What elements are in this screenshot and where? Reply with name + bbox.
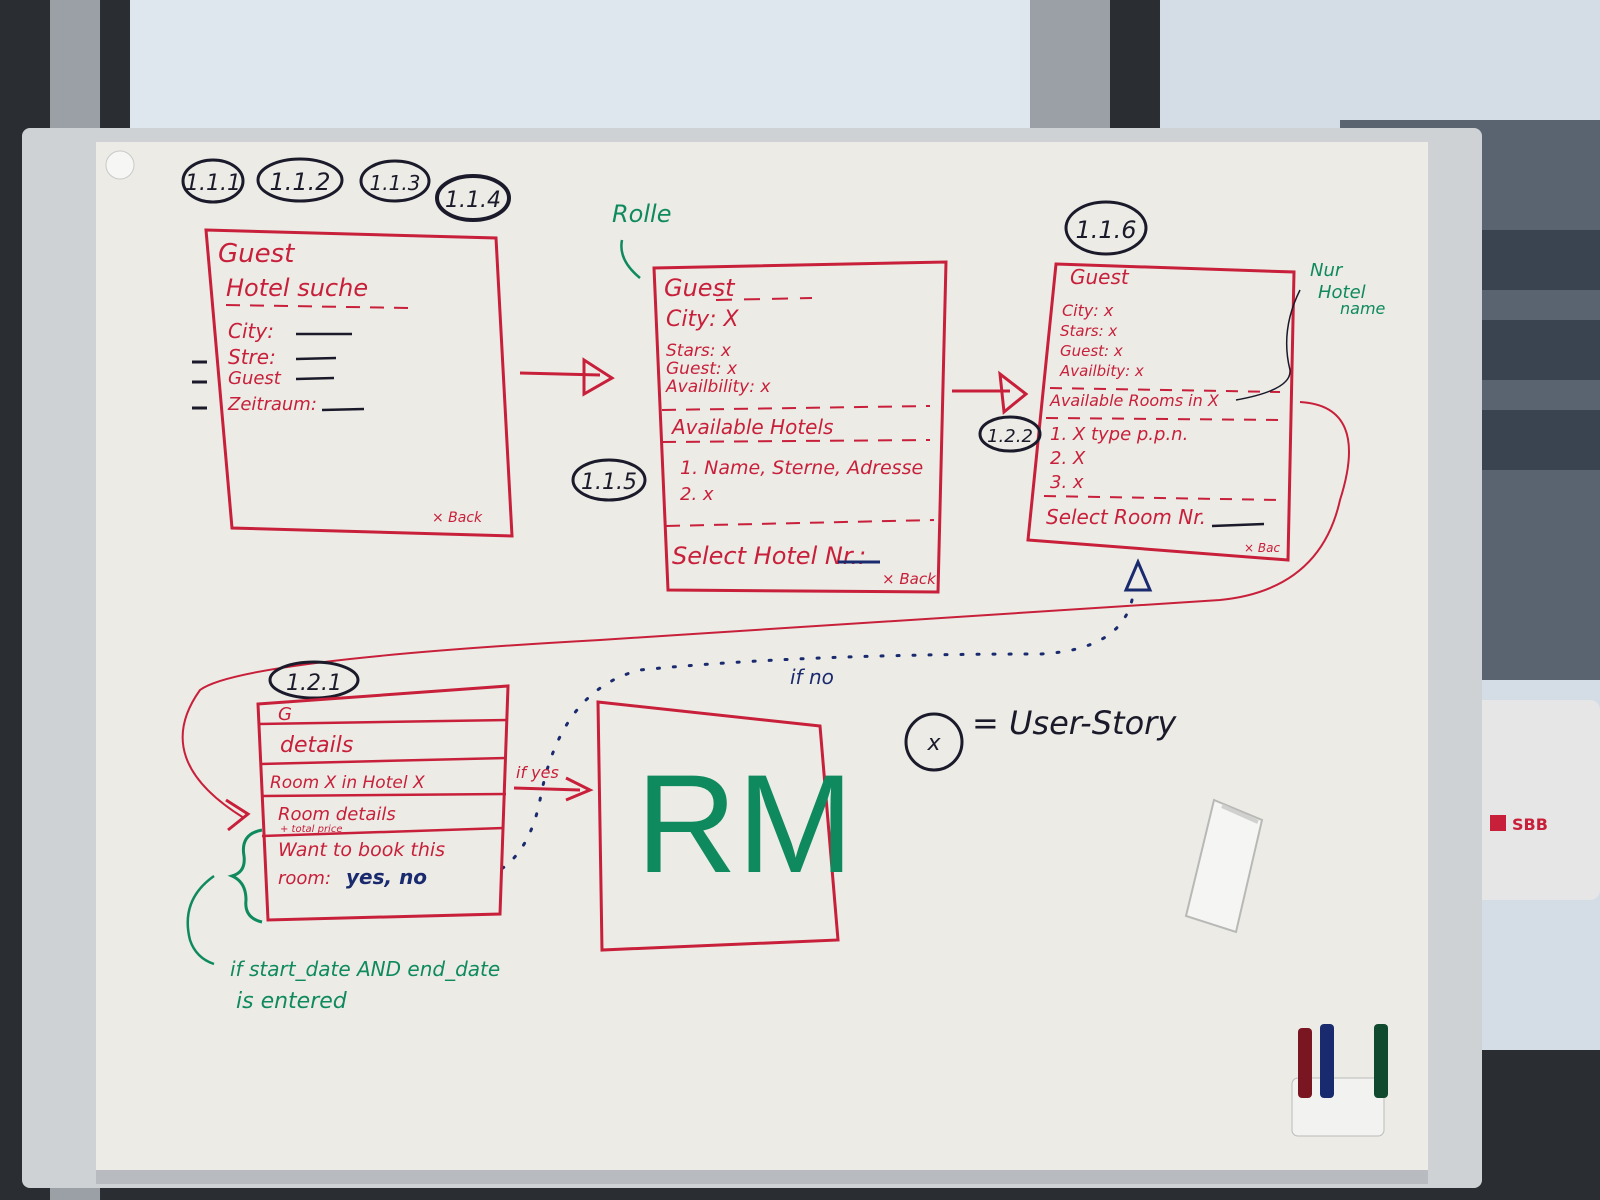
rooms-section: Available Rooms in X <box>1049 391 1220 410</box>
hotels-back: × Back <box>882 570 937 588</box>
window-pane-left <box>130 0 1030 150</box>
marker-blue <box>1320 1024 1334 1098</box>
search-field-city: City: <box>228 319 274 343</box>
search-subtitle: Hotel suche <box>226 274 368 302</box>
marker-red <box>1298 1028 1312 1098</box>
rooms-line-guest: Guest: x <box>1060 342 1123 360</box>
note-hotel-name-line-3: name <box>1340 299 1386 318</box>
if-yes-arrow: if yes <box>513 763 594 802</box>
rooms-line-availability: Availbity: x <box>1059 362 1144 380</box>
note-rolle: Rolle <box>612 200 671 228</box>
flow-arrow-2 <box>952 370 1029 415</box>
rooms-item-3: 3. x <box>1050 472 1084 493</box>
screen-hotel-search: Guest Hotel suche City: Stre: Guest Zeit… <box>192 228 514 538</box>
legend-text: = User-Story <box>972 704 1177 742</box>
rooms-select: Select Room Nr. <box>1046 505 1206 529</box>
rooms-item-1: 1. X type p.p.n. <box>1050 424 1188 445</box>
flow-arrow-1 <box>519 357 615 397</box>
board-tray <box>96 1170 1428 1184</box>
label-if-yes: if yes <box>516 763 559 782</box>
details-row-room: room: <box>278 868 331 889</box>
badge-1-1-5-ring <box>571 458 647 502</box>
rooms-item-2: 2. X <box>1050 448 1086 469</box>
story-id-badges: 1.1.1 1.1.2 1.1.3 1.1.4 <box>181 157 511 222</box>
hotels-line-availability: Availbility: x <box>665 377 771 397</box>
warning-icon <box>1123 558 1153 592</box>
badge-1-2-2-ring <box>978 415 1042 453</box>
rooms-title: Guest <box>1070 265 1130 289</box>
whiteboard-eraser <box>1184 798 1264 934</box>
hotels-line-guest: Guest: x <box>666 359 738 379</box>
legend-symbol: x <box>926 731 941 756</box>
hotels-line-city: City: X <box>666 307 740 332</box>
rooms-back: × Bac <box>1244 541 1280 555</box>
rooms-line-city: City: x <box>1062 301 1114 320</box>
board-magnet <box>105 150 135 180</box>
search-title: Guest <box>218 239 295 269</box>
marker-green <box>1374 1024 1388 1098</box>
badge-1-2-1-ring <box>268 660 360 700</box>
story-id-1-2-1: 1.2.1 <box>286 671 342 696</box>
note-rolle-arrow <box>620 239 641 279</box>
note-hotel-name: Nur Hotel name <box>1235 260 1386 401</box>
flow-loop-arrow <box>181 401 1350 819</box>
hotels-select: Select Hotel Nr.: <box>672 542 866 570</box>
hotels-section: Available Hotels <box>670 415 833 439</box>
search-field-stars: Stre: <box>228 345 276 369</box>
details-row-details: details <box>280 733 353 758</box>
story-id-1-1-1: 1.1.1 <box>185 171 241 196</box>
details-row-room-hotel: Room X in Hotel X <box>270 773 425 793</box>
story-id-1-1-5: 1.1.5 <box>581 470 637 495</box>
search-field-zeitraum: Zeitraum: <box>227 394 317 415</box>
hotels-line-stars: Stars: x <box>666 341 732 361</box>
hotels-title: Guest <box>664 274 736 302</box>
rm-box: RM <box>596 700 854 952</box>
details-row-room-details: Room details <box>278 804 396 825</box>
story-id-1-1-3: 1.1.3 <box>370 171 421 195</box>
note-hotel-name-line-2: Hotel <box>1318 282 1366 303</box>
badge-1-1-6-ring <box>1064 200 1148 256</box>
condition-line-2: is entered <box>236 989 348 1014</box>
details-row-total-price: + total price <box>280 824 343 835</box>
screen-available-rooms: Guest City: x Stars: x Guest: x Availbit… <box>1026 262 1296 562</box>
condition-note: if start_date AND end_date is entered <box>186 828 500 1014</box>
hotels-item-2: 2. x <box>680 484 714 505</box>
svg-text:SBB: SBB <box>1512 815 1548 834</box>
details-answer: yes, no <box>346 865 427 889</box>
story-id-1-1-6: 1.1.6 <box>1075 216 1136 244</box>
hotels-item-1: 1. Name, Sterne, Adresse <box>680 457 923 479</box>
screen-available-hotels: Guest City: X Stars: x Guest: x Availbil… <box>652 260 948 594</box>
whiteboard-surface <box>96 142 1428 1172</box>
rooms-line-stars: Stars: x <box>1060 322 1117 340</box>
screen-room-details: G details Room X in Hotel X Room details… <box>256 684 510 922</box>
details-row-g: G <box>278 704 292 725</box>
search-field-guest: Guest <box>228 368 282 389</box>
rm-box-label: RM <box>636 745 854 902</box>
legend: x = User-Story <box>904 704 1177 772</box>
label-if-no: if no <box>790 665 834 689</box>
story-id-1-2-2: 1.2.2 <box>987 426 1033 447</box>
note-hotel-name-line-1: Nur <box>1310 260 1344 281</box>
flow-loop-arrowhead <box>225 798 251 832</box>
story-id-1-1-2: 1.1.2 <box>269 168 330 196</box>
condition-line-1: if start_date AND end_date <box>230 957 500 981</box>
search-back: × Back <box>432 510 483 526</box>
details-row-want-book: Want to book this <box>278 839 445 861</box>
if-no-path: if no <box>498 558 1153 872</box>
marker-holder <box>1291 1024 1388 1137</box>
story-id-1-1-4: 1.1.4 <box>445 188 501 213</box>
